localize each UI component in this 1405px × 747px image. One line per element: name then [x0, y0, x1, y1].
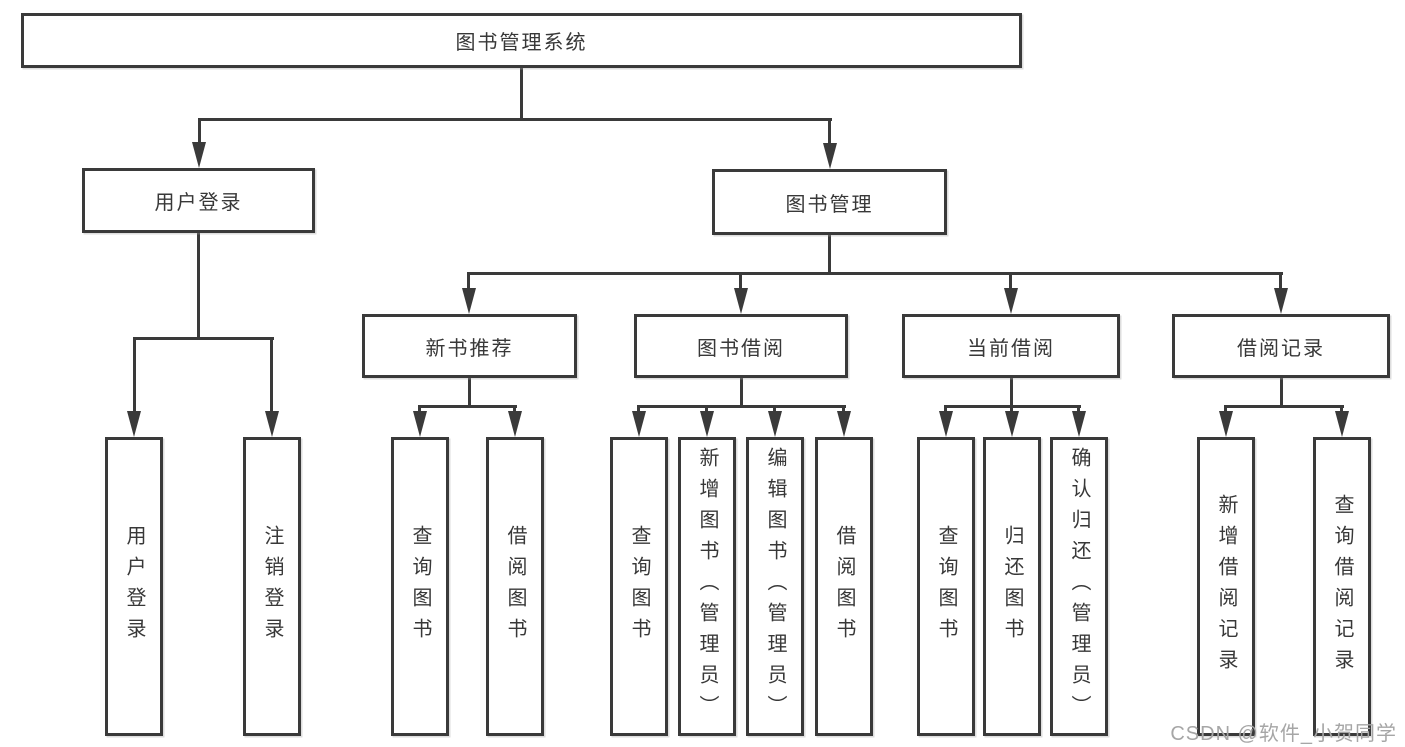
arrow-down-icon — [837, 411, 851, 437]
arrow-down-icon — [632, 411, 646, 437]
connector-records-drop-2 — [1340, 405, 1343, 415]
arrow-down-icon — [192, 142, 206, 168]
connector-book-mgmt-drop-4 — [1279, 272, 1282, 290]
connector-borrow-stem — [740, 378, 743, 408]
arrow-down-icon — [413, 411, 427, 437]
connector-records-drop-1 — [1224, 405, 1227, 415]
arrow-down-icon — [1004, 288, 1018, 314]
arrow-down-icon — [823, 143, 837, 169]
arrow-down-icon — [127, 411, 141, 437]
connector-borrow-drop-3 — [773, 405, 776, 415]
connector-current-stem — [1010, 378, 1013, 408]
leaf-logout-label: 注销登录 — [261, 524, 283, 649]
leaf-borrow-query-book: 查询图书 — [610, 437, 668, 736]
connector-current-drop-3 — [1077, 405, 1080, 415]
connector-user-login-rail — [133, 337, 274, 340]
leaf-logout: 注销登录 — [243, 437, 301, 736]
arrow-down-icon — [768, 411, 782, 437]
connector-borrow-drop-2 — [705, 405, 708, 415]
leaf-edit-book-admin-label: 编辑图书（管理员） — [764, 447, 786, 726]
node-new-book-recommend-label: 新书推荐 — [425, 337, 514, 360]
connector-user-login-drop-1 — [133, 337, 136, 415]
connector-borrow-drop-1 — [637, 405, 640, 415]
arrow-down-icon — [508, 411, 522, 437]
leaf-confirm-return-admin-label: 确认归还（管理员） — [1068, 447, 1090, 726]
connector-current-drop-1 — [944, 405, 947, 415]
node-borrow-records-label: 借阅记录 — [1237, 337, 1325, 360]
node-book-management-label: 图书管理 — [785, 193, 874, 216]
connector-root-rail — [198, 118, 832, 121]
leaf-recommend-borrow-book: 借阅图书 — [486, 437, 544, 736]
connector-recommend-drop-1 — [418, 405, 421, 415]
connector-records-stem — [1280, 378, 1283, 408]
connector-root-drop-left — [198, 118, 201, 145]
connector-records-rail — [1225, 405, 1344, 408]
arrow-down-icon — [265, 411, 279, 437]
node-root-label: 图书管理系统 — [455, 32, 588, 54]
leaf-query-borrow-record: 查询借阅记录 — [1313, 437, 1371, 736]
csdn-watermark: CSDN @软件_小贺同学 — [1170, 723, 1397, 745]
node-user-login-label: 用户登录 — [154, 192, 243, 214]
arrow-down-icon — [939, 411, 953, 437]
leaf-user-login: 用户登录 — [105, 437, 163, 736]
connector-book-mgmt-rail — [468, 272, 1283, 275]
leaf-edit-book-admin: 编辑图书（管理员） — [746, 437, 804, 736]
leaf-add-borrow-record: 新增借阅记录 — [1197, 437, 1255, 736]
connector-root-stem — [520, 68, 523, 121]
node-borrow-records: 借阅记录 — [1172, 314, 1390, 378]
arrow-down-icon — [1072, 411, 1086, 437]
node-book-borrow-label: 图书借阅 — [697, 337, 785, 360]
node-new-book-recommend: 新书推荐 — [362, 314, 577, 378]
leaf-user-login-label: 用户登录 — [123, 524, 145, 649]
node-root: 图书管理系统 — [21, 13, 1022, 68]
node-current-borrow: 当前借阅 — [902, 314, 1120, 378]
node-book-management: 图书管理 — [712, 169, 947, 235]
connector-user-login-drop-2 — [270, 337, 273, 415]
arrow-down-icon — [462, 288, 476, 314]
connector-recommend-stem — [468, 378, 471, 408]
leaf-return-book-label: 归还图书 — [1001, 524, 1023, 649]
arrow-down-icon — [1274, 288, 1288, 314]
arrow-down-icon — [1005, 411, 1019, 437]
connector-borrow-rail — [638, 405, 846, 408]
leaf-add-borrow-record-label: 新增借阅记录 — [1215, 493, 1237, 680]
arrow-down-icon — [1219, 411, 1233, 437]
leaf-return-book: 归还图书 — [983, 437, 1041, 736]
connector-book-mgmt-drop-1 — [467, 272, 470, 290]
connector-book-mgmt-drop-3 — [1009, 272, 1012, 290]
arrow-down-icon — [700, 411, 714, 437]
connector-user-login-stem — [197, 233, 200, 337]
connector-current-rail — [945, 405, 1081, 408]
arrow-down-icon — [1335, 411, 1349, 437]
leaf-borrow-book: 借阅图书 — [815, 437, 873, 736]
leaf-borrow-query-book-label: 查询图书 — [628, 524, 650, 649]
leaf-confirm-return-admin: 确认归还（管理员） — [1050, 437, 1108, 736]
connector-borrow-drop-4 — [842, 405, 845, 415]
leaf-query-borrow-record-label: 查询借阅记录 — [1331, 493, 1353, 680]
node-book-borrow: 图书借阅 — [634, 314, 848, 378]
connector-book-mgmt-stem — [828, 235, 831, 275]
leaf-borrow-book-label: 借阅图书 — [833, 524, 855, 649]
node-current-borrow-label: 当前借阅 — [967, 337, 1055, 360]
leaf-add-book-admin: 新增图书（管理员） — [678, 437, 736, 736]
node-user-login: 用户登录 — [82, 168, 315, 233]
leaf-add-book-admin-label: 新增图书（管理员） — [696, 447, 718, 726]
leaf-current-query-book-label: 查询图书 — [935, 524, 957, 649]
connector-recommend-rail — [418, 405, 517, 408]
leaf-current-query-book: 查询图书 — [917, 437, 975, 736]
connector-book-mgmt-drop-2 — [739, 272, 742, 290]
leaf-recommend-query-book-label: 查询图书 — [409, 524, 431, 649]
connector-root-drop-right — [828, 118, 831, 145]
connector-current-drop-2 — [1010, 405, 1013, 415]
arrow-down-icon — [734, 288, 748, 314]
connector-recommend-drop-2 — [513, 405, 516, 415]
leaf-recommend-borrow-book-label: 借阅图书 — [504, 524, 526, 649]
leaf-recommend-query-book: 查询图书 — [391, 437, 449, 736]
